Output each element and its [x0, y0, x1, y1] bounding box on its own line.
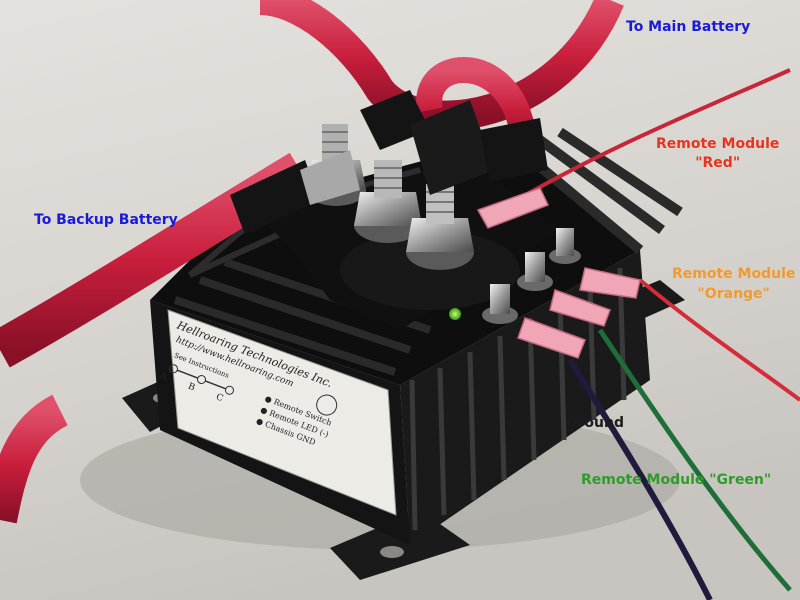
callout-remote-orange-line2: "Orange" — [697, 286, 770, 302]
callout-remote-green-text: Remote Module "Green" — [581, 472, 772, 488]
callout-ground-text: Ground — [566, 415, 624, 431]
callout-backup-battery: To Backup Battery — [34, 212, 178, 228]
callout-remote-orange: Remote Module "Orange" — [672, 264, 795, 304]
stud-c — [406, 184, 474, 270]
callout-main-battery-text: To Main Battery — [626, 19, 751, 35]
heatshrink-main-b — [410, 100, 495, 195]
wire-remote-orange — [638, 278, 800, 402]
status-led — [449, 308, 461, 320]
terminal-screw-1 — [482, 284, 518, 324]
ring-lug — [300, 150, 360, 205]
label-symbols — [169, 364, 338, 416]
heatshrink-main-c — [480, 118, 548, 182]
callout-main-battery: To Main Battery — [626, 19, 750, 35]
callout-ground: Ground — [566, 415, 624, 431]
callout-remote-orange-line1: Remote Module — [672, 266, 796, 282]
label-terminal-b: B — [186, 382, 196, 394]
potting-gloss — [340, 230, 520, 310]
callout-remote-red-line2: "Red" — [695, 155, 741, 171]
wire-ground — [567, 358, 713, 600]
callout-remote-red: Remote Module "Red" — [656, 135, 779, 173]
label-terminal-a: A — [158, 370, 169, 382]
callout-remote-red-line1: Remote Module — [656, 136, 780, 152]
crimp-terminals — [476, 187, 641, 359]
terminal-screw-3 — [549, 228, 581, 264]
wire-remote-green — [597, 328, 792, 592]
heatshrink-backup — [230, 160, 320, 235]
stud-b — [354, 160, 422, 243]
mounting-hole-front — [380, 546, 404, 558]
heatshrink-main-a — [360, 90, 430, 150]
label-terminal-c: C — [214, 392, 224, 404]
loop-cable — [416, 57, 543, 155]
callout-remote-green: Remote Module "Green" — [581, 472, 771, 488]
product-label — [167, 309, 397, 516]
terminal-screw-2 — [517, 252, 553, 291]
backup-battery-cable-lower — [0, 394, 69, 524]
callout-backup-battery-text: To Backup Battery — [34, 212, 178, 228]
